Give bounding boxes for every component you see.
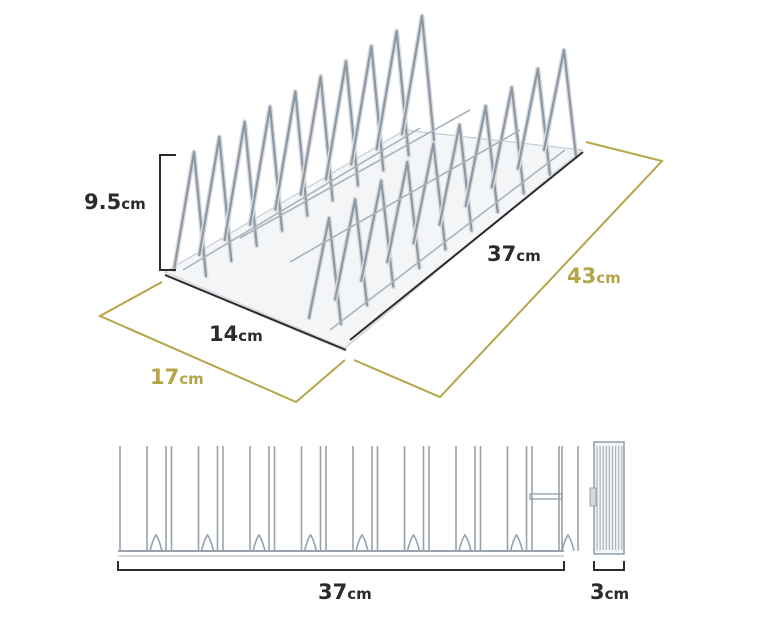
rack-wire-dividers bbox=[171, 13, 579, 327]
rack-end-view bbox=[589, 441, 625, 555]
side-wire-pair bbox=[146, 446, 167, 551]
side-wire-foot bbox=[149, 533, 163, 552]
side-wire-foot bbox=[458, 533, 472, 552]
outer-width-value: 17 bbox=[150, 365, 180, 389]
side-wire-pair bbox=[506, 446, 528, 551]
outer-length-bracket bbox=[353, 141, 664, 399]
side-wire-foot bbox=[509, 533, 524, 552]
side-wire-foot bbox=[200, 533, 215, 552]
rack-side-view bbox=[118, 446, 579, 557]
rack-rails bbox=[182, 109, 566, 331]
inner-length-unit: cm bbox=[516, 247, 541, 265]
inner-width-label: 14cm bbox=[209, 324, 263, 345]
side-wire-pair bbox=[197, 446, 219, 551]
inner-length-line bbox=[349, 151, 584, 341]
inner-length-label: 37cm bbox=[487, 244, 541, 265]
side-length-unit: cm bbox=[347, 585, 372, 603]
outer-length-label: 43cm bbox=[567, 266, 621, 287]
side-length-value: 37 bbox=[318, 580, 348, 604]
outer-width-unit: cm bbox=[179, 370, 204, 388]
inner-length-value: 37 bbox=[487, 242, 517, 266]
outer-width-bracket bbox=[97, 281, 346, 404]
side-wire-pair bbox=[455, 446, 476, 551]
side-depth-unit: cm bbox=[604, 585, 630, 603]
inner-width-unit: cm bbox=[238, 327, 263, 345]
side-wire-foot bbox=[303, 533, 318, 552]
side-wire-pair bbox=[300, 446, 322, 551]
height-unit: cm bbox=[121, 195, 146, 213]
inner-width-line bbox=[164, 274, 347, 351]
side-wire-foot bbox=[561, 533, 575, 552]
outer-length-unit: cm bbox=[596, 269, 621, 287]
height-label: 9.5cm bbox=[84, 192, 146, 213]
side-length-label: 37cm bbox=[318, 582, 372, 603]
outer-length-value: 43 bbox=[567, 264, 597, 288]
side-depth-value: 3 bbox=[590, 580, 605, 604]
side-wire-foot bbox=[406, 533, 421, 552]
height-bracket bbox=[159, 154, 176, 271]
outer-width-label: 17cm bbox=[150, 367, 204, 388]
side-wire-pair bbox=[249, 446, 270, 551]
side-view-dividers bbox=[119, 446, 579, 552]
inner-width-value: 14 bbox=[209, 322, 239, 346]
height-value: 9.5 bbox=[84, 190, 122, 214]
side-depth-bracket bbox=[593, 561, 625, 571]
front-divider bbox=[542, 48, 578, 158]
side-length-bracket bbox=[117, 561, 565, 571]
back-divider bbox=[400, 14, 436, 142]
side-wire-pair bbox=[403, 446, 425, 551]
side-wire-foot bbox=[355, 533, 369, 552]
end-view-wires bbox=[596, 446, 623, 550]
side-wire-foot bbox=[252, 533, 266, 552]
side-depth-label: 3cm bbox=[590, 582, 629, 603]
side-wire-pair bbox=[352, 446, 373, 551]
